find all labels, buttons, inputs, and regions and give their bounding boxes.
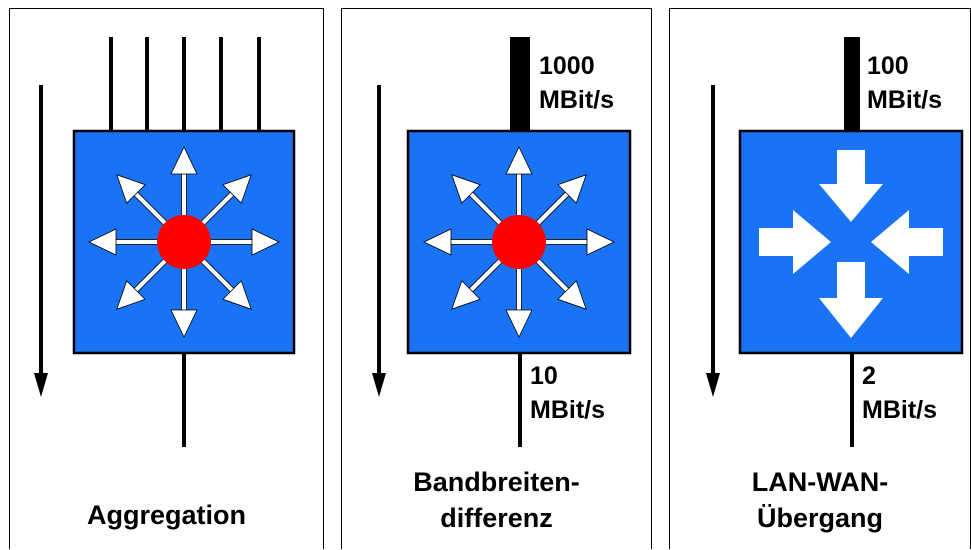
speed-unit: MBit/s bbox=[530, 396, 605, 424]
aggregation-diagram bbox=[34, 37, 296, 447]
router-diagram bbox=[706, 37, 964, 447]
uplink-speed-label: 1000 MBit/s bbox=[539, 49, 614, 117]
speed-value: 2 bbox=[862, 362, 876, 390]
speed-unit: MBit/s bbox=[862, 396, 937, 424]
caption-line: LAN-WAN- bbox=[751, 467, 889, 497]
router-icon bbox=[738, 129, 964, 355]
hub-dot bbox=[157, 215, 211, 269]
downlink-speed-label: 2 MBit/s bbox=[862, 359, 937, 427]
inward-arrow-top bbox=[819, 150, 883, 222]
down-arrow-icon bbox=[372, 85, 386, 397]
uplink-thick-line bbox=[844, 37, 860, 131]
panel-caption: Bandbreiten- differenz bbox=[342, 464, 651, 536]
uplink-thick-line bbox=[510, 37, 530, 131]
caption-line: Aggregation bbox=[87, 500, 246, 530]
panel-caption: LAN-WAN- Übergang bbox=[670, 464, 970, 536]
uplink-lines bbox=[109, 37, 261, 131]
switch-icon bbox=[406, 129, 632, 355]
speed-value: 1000 bbox=[539, 52, 595, 80]
down-arrow-icon bbox=[706, 85, 720, 397]
panel-aggregation: Aggregation bbox=[9, 8, 324, 549]
inward-arrow-right bbox=[871, 210, 943, 274]
inward-arrow-left bbox=[759, 210, 831, 274]
outward-arrow-bottom bbox=[819, 262, 883, 338]
bandwidth-diagram bbox=[372, 37, 632, 447]
panel-lan-wan-transition: 100 MBit/s 2 MBit/s LAN-WAN- Übergang bbox=[669, 8, 971, 549]
speed-value: 10 bbox=[530, 362, 558, 390]
uplink-speed-label: 100 MBit/s bbox=[867, 49, 942, 117]
down-arrow-icon bbox=[34, 85, 48, 397]
caption-line: Übergang bbox=[756, 503, 883, 533]
speed-unit: MBit/s bbox=[539, 86, 614, 114]
caption-line: differenz bbox=[440, 503, 553, 533]
switch-icon bbox=[72, 129, 296, 355]
speed-value: 100 bbox=[867, 52, 909, 80]
caption-line: Bandbreiten- bbox=[413, 467, 580, 497]
hub-dot bbox=[492, 215, 546, 269]
speed-unit: MBit/s bbox=[867, 86, 942, 114]
panel-caption: Aggregation bbox=[10, 497, 323, 533]
panel-bandwidth-difference: 1000 MBit/s 10 MBit/s Bandbreiten- diffe… bbox=[341, 8, 652, 549]
downlink-speed-label: 10 MBit/s bbox=[530, 359, 605, 427]
